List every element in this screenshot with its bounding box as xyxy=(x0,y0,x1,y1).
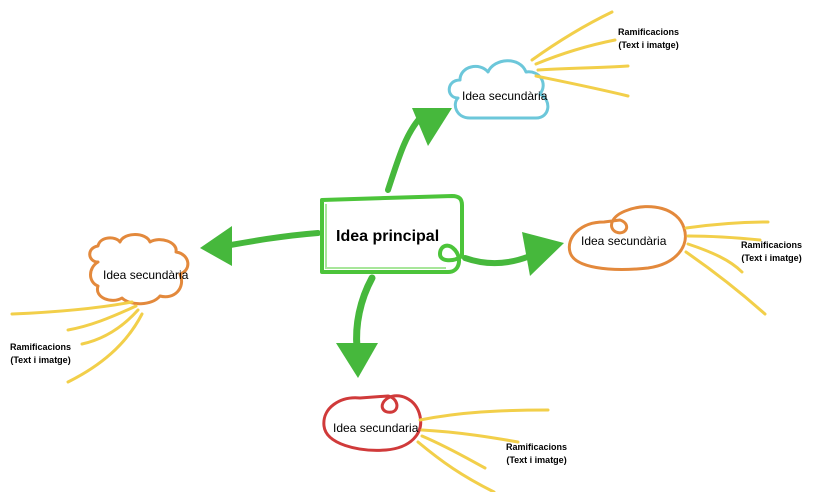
left-branch-line2: (Text i imatge) xyxy=(10,355,71,365)
left-branch-rays xyxy=(10,300,144,384)
left-node-label: Idea secundària xyxy=(103,268,189,282)
top-branch-line2: (Text i imatge) xyxy=(618,40,679,50)
right-branch-rays xyxy=(684,220,770,316)
left-branch-label: Ramificacions (Text i imatge) xyxy=(10,341,71,367)
arrow-to-bottom xyxy=(336,274,378,378)
bottom-branch-line2: (Text i imatge) xyxy=(506,455,567,465)
bottom-node-loop xyxy=(322,394,423,452)
right-node-loop xyxy=(567,205,687,271)
arrow-to-left xyxy=(200,226,321,266)
main-idea-shape xyxy=(320,194,464,274)
bottom-node-label: Idea secundaria xyxy=(333,421,419,435)
top-node-cloud xyxy=(447,59,550,120)
top-branch-label: Ramificacions (Text i imatge) xyxy=(618,26,679,52)
bottom-branch-label: Ramificacions (Text i imatge) xyxy=(506,441,567,467)
bottom-branch-rays xyxy=(416,408,550,492)
bottom-branch-line1: Ramificacions xyxy=(506,442,568,452)
main-idea-label: Idea principal xyxy=(336,228,440,245)
left-node-cloud xyxy=(88,233,190,306)
top-node-label: Idea secundària xyxy=(462,89,548,103)
right-branch-line1: Ramificacions xyxy=(741,240,803,250)
right-node-label: Idea secundària xyxy=(581,234,667,248)
right-branch-label: Ramificacions (Text i imatge) xyxy=(741,239,802,265)
right-branch-line2: (Text i imatge) xyxy=(741,253,802,263)
arrow-to-right xyxy=(462,232,564,276)
top-branch-rays xyxy=(530,10,630,98)
arrow-to-top xyxy=(385,108,452,193)
top-branch-line1: Ramificacions xyxy=(618,27,680,37)
left-branch-line1: Ramificacions xyxy=(10,342,72,352)
